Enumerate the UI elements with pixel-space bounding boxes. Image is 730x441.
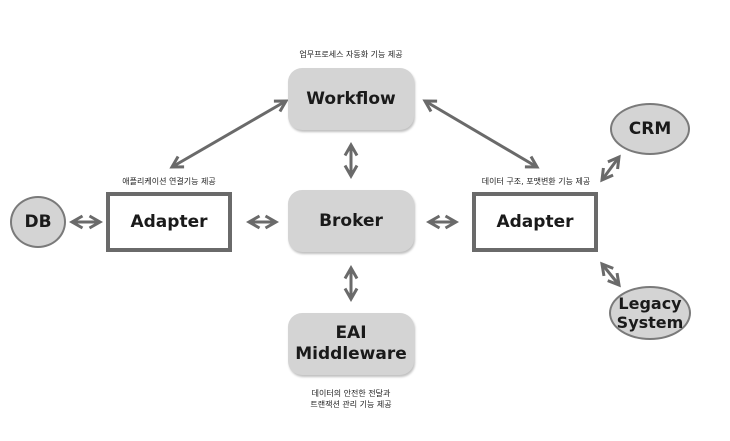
adapter-left-node: Adapter [106, 192, 232, 252]
workflow-label: Workflow [306, 89, 396, 109]
db-label: DB [24, 212, 52, 232]
crm-node: CRM [610, 103, 690, 155]
db-node: DB [10, 196, 66, 248]
legacy-system-node: Legacy System [609, 286, 691, 340]
arrow-workflow-adapter-left [169, 99, 289, 169]
legacy-label-line2: System [616, 313, 684, 332]
workflow-caption: 업무프로세스 자동화 기능 제공 [299, 50, 403, 59]
arrow-adapter-legacy [600, 261, 621, 288]
arrow-adapter-crm [600, 154, 621, 183]
broker-label: Broker [319, 211, 383, 231]
adapter-left-label: Adapter [130, 212, 208, 232]
adapter-right-caption: 데이터 구조, 포맷변환 기능 제공 [481, 177, 591, 186]
eai-caption-line2: 트랜잭션 관리 기능 제공 [310, 400, 392, 409]
legacy-label-line1: Legacy [618, 294, 682, 313]
eai-label-line1: EAI [335, 323, 367, 343]
workflow-node: Workflow [288, 68, 414, 130]
adapter-left-caption: 애플리케이션 연결기능 제공 [122, 177, 216, 186]
eai-caption-line1: 데이터의 안전한 전달과 [311, 389, 391, 398]
eai-label-line2: Middleware [295, 344, 407, 364]
broker-node: Broker [288, 190, 414, 252]
eai-middleware-node: EAI Middleware [288, 313, 414, 375]
adapter-right-node: Adapter [472, 192, 598, 252]
adapter-right-label: Adapter [496, 212, 574, 232]
crm-label: CRM [628, 119, 672, 139]
arrow-workflow-adapter-right [422, 99, 540, 169]
eai-caption: 데이터의 안전한 전달과 트랜잭션 관리 기능 제공 [276, 388, 426, 410]
